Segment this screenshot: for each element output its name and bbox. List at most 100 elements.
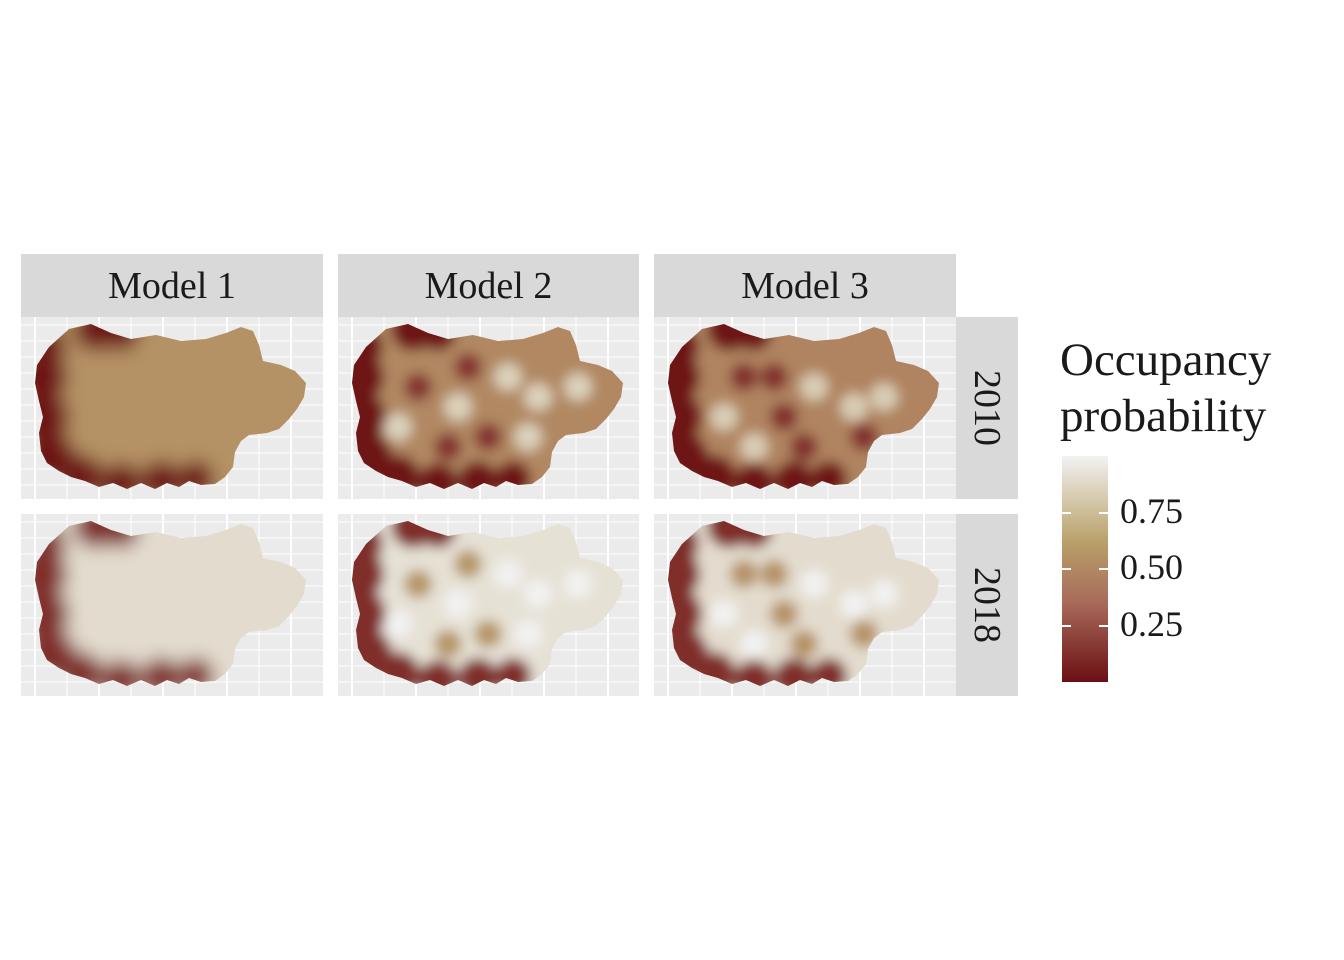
occupancy-patch	[760, 560, 788, 588]
occupancy-patch	[840, 393, 868, 421]
low-occupancy-area	[418, 660, 458, 686]
low-occupancy-area	[352, 588, 386, 640]
occupancy-patch	[404, 373, 432, 401]
occupancy-patch	[384, 413, 412, 441]
facet-label-model-2: Model 2	[424, 264, 553, 307]
map-svg	[338, 317, 639, 499]
low-occupancy-area	[774, 658, 814, 686]
occupancy-patch	[850, 620, 878, 648]
occupancy-patch	[800, 373, 828, 401]
occupancy-patch	[850, 423, 878, 451]
occupancy-patch	[730, 363, 758, 391]
facet-label-2010: 2010	[966, 370, 1008, 446]
low-occupancy-area	[35, 588, 69, 640]
low-occupancy-area	[35, 524, 66, 564]
occupancy-patch	[790, 630, 818, 658]
occupancy-patch	[564, 373, 592, 401]
legend-tick-right	[1099, 568, 1108, 570]
low-occupancy-area	[178, 461, 214, 489]
low-occupancy-area	[418, 463, 458, 489]
legend-tick-right	[1099, 624, 1108, 627]
occupancy-patch	[434, 630, 462, 658]
occupancy-patch	[494, 560, 522, 588]
low-occupancy-area	[352, 524, 383, 564]
low-occupancy-area	[668, 524, 699, 564]
low-occupancy-area	[495, 658, 531, 686]
low-occupancy-area	[458, 658, 498, 686]
occupancy-patch	[770, 600, 798, 628]
facet-strip-model-1: Model 1	[21, 254, 323, 317]
low-occupancy-area	[376, 455, 420, 489]
occupancy-patch	[454, 353, 482, 381]
map-svg	[21, 317, 323, 499]
low-occupancy-area	[352, 327, 383, 367]
occupancy-patch	[444, 393, 472, 421]
occupancy-patch	[384, 610, 412, 638]
low-occupancy-area	[774, 461, 814, 489]
legend-title-line-1: Occupancy	[1060, 334, 1272, 386]
occupancy-patch	[524, 580, 552, 608]
map-svg	[21, 514, 323, 696]
low-occupancy-area	[811, 658, 847, 686]
occupancy-patch	[870, 383, 898, 411]
occupancy-patch	[800, 570, 828, 598]
map-svg	[654, 514, 956, 696]
low-occupancy-area	[458, 461, 498, 489]
facet-label-model-3: Model 3	[741, 264, 869, 307]
occupancy-patch	[494, 363, 522, 391]
low-occupancy-area	[495, 461, 531, 489]
occupancy-patch	[770, 403, 798, 431]
map-region	[352, 324, 623, 489]
legend-tick-label: 0.25	[1120, 603, 1183, 644]
occupancy-patch	[740, 433, 768, 461]
legend-title: Occupancy probability	[1060, 332, 1271, 444]
facet-strip-2018: 2018	[956, 514, 1018, 696]
map-region	[35, 324, 306, 489]
occupancy-patch	[404, 570, 432, 598]
low-occupancy-area	[376, 652, 420, 686]
occupancy-patch	[474, 423, 502, 451]
low-occupancy-area	[178, 658, 214, 686]
low-occupancy-area	[734, 660, 774, 686]
legend-tick-label: 0.75	[1120, 490, 1183, 531]
facet-label-2018: 2018	[966, 567, 1008, 643]
facet-strip-2010: 2010	[956, 317, 1018, 499]
legend-tick-right	[1099, 511, 1108, 514]
map-panel-model-3-2018	[654, 514, 956, 696]
low-occupancy-area	[668, 327, 699, 367]
low-occupancy-area	[692, 455, 736, 489]
map-region	[352, 521, 623, 686]
low-occupancy-area	[668, 391, 702, 443]
low-occupancy-area	[692, 652, 736, 686]
map-panel-model-2-2010	[338, 317, 639, 499]
map-region	[668, 521, 939, 686]
occupancy-patch	[474, 620, 502, 648]
facet-strip-model-3: Model 3	[654, 254, 956, 317]
occupancy-patch	[740, 630, 768, 658]
occupancy-patch	[434, 433, 462, 461]
occupancy-patch	[760, 363, 788, 391]
map-panel-model-2-2018	[338, 514, 639, 696]
occupancy-patch	[840, 590, 868, 618]
low-occupancy-area	[734, 463, 774, 489]
occupancy-patch	[870, 580, 898, 608]
map-region	[35, 521, 306, 686]
map-svg	[654, 317, 956, 499]
low-occupancy-area	[59, 652, 103, 686]
occupancy-patch	[564, 570, 592, 598]
map-panel-model-3-2010	[654, 317, 956, 499]
facet-strip-model-2: Model 2	[338, 254, 639, 317]
map-svg	[338, 514, 639, 696]
low-occupancy-area	[811, 461, 847, 489]
occupancy-patch	[444, 590, 472, 618]
map-panel-model-1-2018	[21, 514, 323, 696]
low-occupancy-area	[668, 588, 702, 640]
low-occupancy-area	[101, 660, 141, 686]
map-region	[668, 324, 939, 489]
occupancy-patch	[710, 403, 738, 431]
map-panel-model-1-2010	[21, 317, 323, 499]
low-occupancy-area	[35, 391, 69, 443]
occupancy-patch	[514, 620, 542, 648]
occupancy-patch	[454, 550, 482, 578]
low-occupancy-area	[59, 455, 103, 489]
